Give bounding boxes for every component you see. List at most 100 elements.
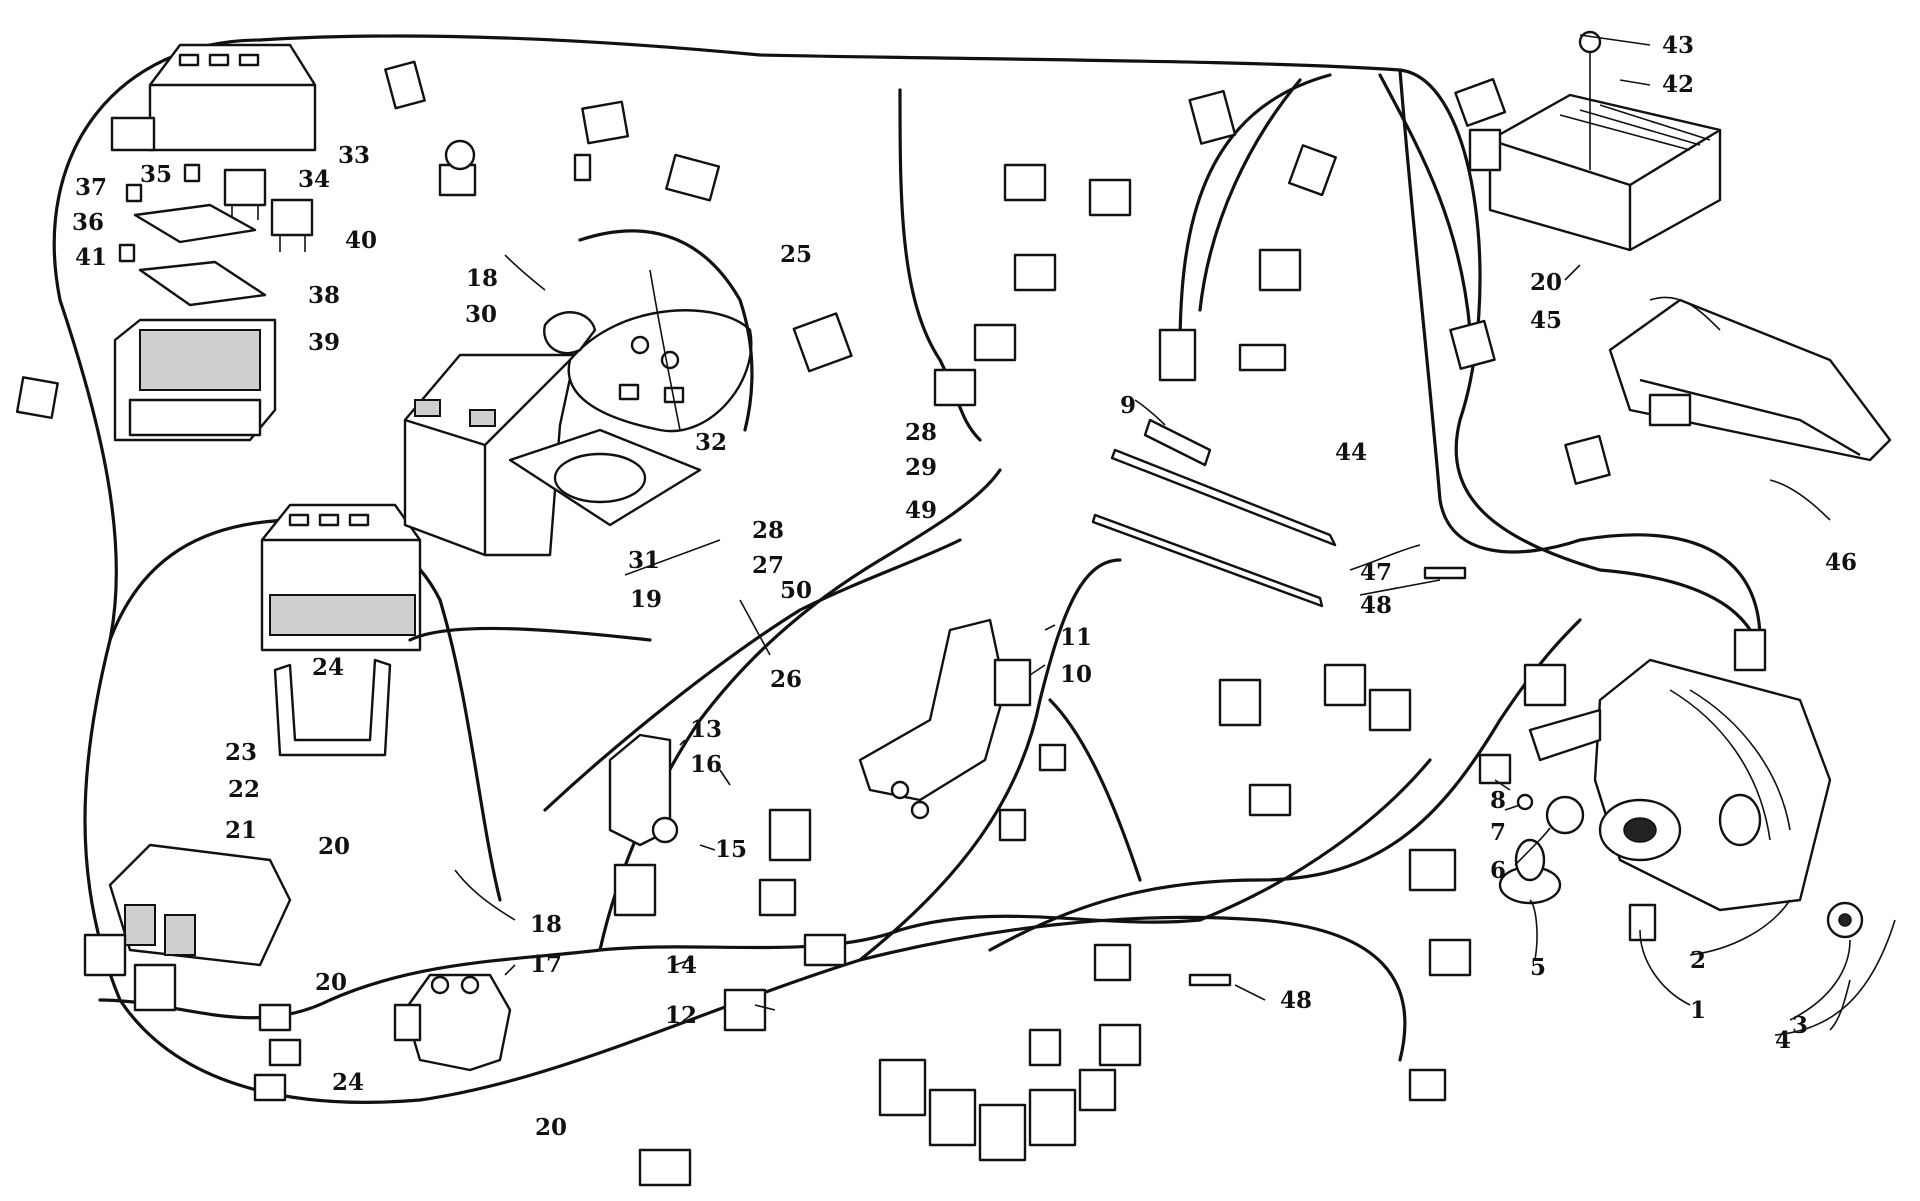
callout-38: 38 bbox=[308, 282, 340, 309]
callout-18-lower: 18 bbox=[530, 911, 562, 938]
nut-7-icon bbox=[1516, 793, 1534, 811]
tail-light-assembly bbox=[1608, 298, 1892, 462]
fuse-block-grid bbox=[139, 329, 261, 391]
callout-2: 2 bbox=[1690, 947, 1706, 974]
callout-29: 29 bbox=[905, 454, 937, 481]
callout-44: 44 bbox=[1335, 439, 1367, 466]
callout-8: 8 bbox=[1490, 787, 1506, 814]
callout-17: 17 bbox=[530, 951, 562, 978]
ground-cable bbox=[543, 538, 962, 812]
callout-37: 37 bbox=[75, 174, 107, 201]
starter-solenoid bbox=[403, 973, 512, 1072]
callout-24-solenoid: 24 bbox=[332, 1069, 364, 1096]
callout-22: 22 bbox=[228, 776, 260, 803]
callout-23: 23 bbox=[225, 739, 257, 766]
callout-28-upper: 28 bbox=[905, 419, 937, 446]
fuse-block-gasket-icon bbox=[138, 260, 267, 307]
callout-43: 43 bbox=[1662, 32, 1694, 59]
callout-39: 39 bbox=[308, 329, 340, 356]
relay-37-icon bbox=[110, 116, 156, 152]
fuse-35-icon bbox=[183, 163, 201, 183]
callout-20-regulator: 20 bbox=[1530, 269, 1562, 296]
callout-4: 4 bbox=[1775, 1027, 1791, 1054]
tilt-sensor bbox=[608, 733, 679, 847]
callout-41: 41 bbox=[75, 244, 107, 271]
callout-30: 30 bbox=[465, 301, 497, 328]
callout-45: 45 bbox=[1530, 307, 1562, 334]
callout-15: 15 bbox=[715, 836, 747, 863]
fuse-36-icon bbox=[125, 183, 143, 203]
callout-1: 1 bbox=[1690, 997, 1706, 1024]
battery-neg-cable bbox=[408, 626, 652, 642]
callout-16: 16 bbox=[690, 751, 722, 778]
callout-10: 10 bbox=[1060, 661, 1092, 688]
callout-20-ecu: 20 bbox=[315, 969, 347, 996]
callout-9: 9 bbox=[1120, 392, 1136, 419]
callout-24-bracket: 24 bbox=[312, 654, 344, 681]
callout-40: 40 bbox=[345, 227, 377, 254]
main-harness bbox=[52, 34, 1762, 1104]
cable-tie-lower bbox=[1091, 513, 1324, 608]
callout-27: 27 bbox=[752, 552, 784, 579]
fuse-block bbox=[113, 318, 277, 442]
callout-3: 3 bbox=[1792, 1012, 1808, 1039]
fuse-41-icon bbox=[118, 243, 136, 263]
callout-33: 33 bbox=[338, 142, 370, 169]
callout-48-upper: 48 bbox=[1360, 592, 1392, 619]
clip-8-icon bbox=[1478, 753, 1512, 785]
harness-clip-upper bbox=[1423, 566, 1467, 580]
grommet-icon bbox=[1545, 795, 1585, 835]
callout-31: 31 bbox=[628, 547, 660, 574]
callout-5: 5 bbox=[1530, 954, 1546, 981]
relay-bracket bbox=[273, 658, 392, 757]
cable-tie-upper bbox=[1110, 448, 1337, 547]
callout-21: 21 bbox=[225, 817, 257, 844]
callout-25: 25 bbox=[780, 241, 812, 268]
ecu-module bbox=[108, 843, 292, 967]
callout-32: 32 bbox=[695, 429, 727, 456]
callout-12: 12 bbox=[665, 1002, 697, 1029]
fuse-box-2 bbox=[260, 503, 422, 652]
callout-18-upper: 18 bbox=[466, 265, 498, 292]
battery bbox=[403, 353, 577, 557]
callout-7: 7 bbox=[1490, 819, 1506, 846]
callout-42: 42 bbox=[1662, 71, 1694, 98]
callout-20-bracket: 20 bbox=[318, 833, 350, 860]
fuse-block-seal-icon bbox=[133, 203, 257, 244]
connectors bbox=[15, 60, 1767, 1187]
bulb-icon bbox=[1498, 838, 1562, 905]
callout-47: 47 bbox=[1360, 559, 1392, 586]
callout-28-lower: 28 bbox=[752, 517, 784, 544]
callout-14: 14 bbox=[665, 952, 697, 979]
callout-11: 11 bbox=[1060, 624, 1092, 651]
callout-36: 36 bbox=[72, 209, 104, 236]
callout-35: 35 bbox=[140, 161, 172, 188]
leader-lines bbox=[454, 34, 1896, 1036]
headlight-assembly bbox=[1528, 658, 1832, 912]
bolt-43-icon bbox=[1578, 30, 1602, 170]
battery-pad bbox=[508, 428, 702, 527]
callout-19: 19 bbox=[630, 586, 662, 613]
callout-46: 46 bbox=[1825, 549, 1857, 576]
callout-labels: 1 2 3 4 5 6 7 8 9 10 11 12 13 14 15 16 1… bbox=[72, 32, 1857, 1141]
relay-34-icon bbox=[223, 168, 267, 220]
callout-48-lower: 48 bbox=[1280, 987, 1312, 1014]
protective-boot bbox=[1143, 418, 1212, 467]
adjuster-knob-icon bbox=[1826, 901, 1864, 939]
callout-6: 6 bbox=[1490, 857, 1506, 884]
callout-26: 26 bbox=[770, 666, 802, 693]
relay-40-icon bbox=[270, 198, 314, 252]
callout-20-bottom: 20 bbox=[535, 1114, 567, 1141]
fuse-box-cover bbox=[148, 43, 317, 152]
callout-34: 34 bbox=[298, 166, 330, 193]
harness-clip-lower bbox=[1188, 973, 1232, 987]
callout-49: 49 bbox=[905, 497, 937, 524]
terminal-boot bbox=[543, 311, 597, 355]
callout-13: 13 bbox=[690, 716, 722, 743]
callout-50: 50 bbox=[780, 577, 812, 604]
voltage-regulator bbox=[1468, 93, 1722, 252]
battery-cable bbox=[578, 229, 754, 432]
battery-hardware-bag bbox=[567, 309, 753, 433]
pedal-bracket bbox=[858, 618, 1032, 820]
